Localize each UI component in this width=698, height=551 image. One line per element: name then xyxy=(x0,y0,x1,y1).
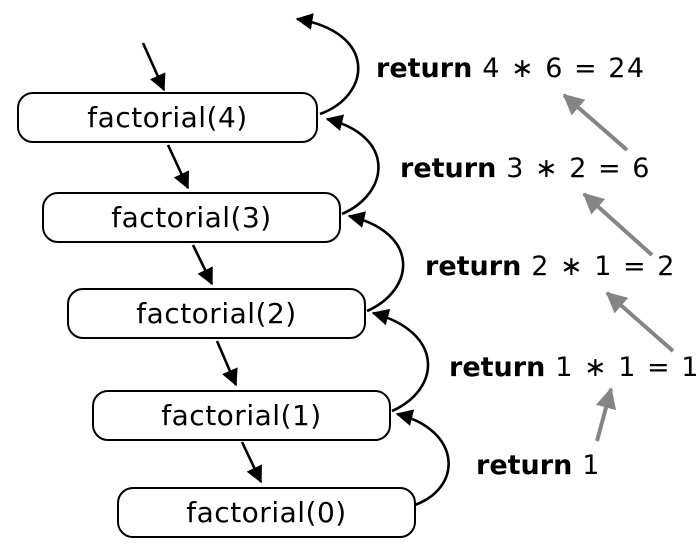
return-arrow-f3-to-f4 xyxy=(325,114,380,216)
return-keyword: return xyxy=(376,53,473,84)
return-keyword: return xyxy=(449,352,546,383)
node-factorial-0: factorial(0) xyxy=(117,487,416,538)
return-keyword: return xyxy=(476,450,573,481)
node-factorial-1: factorial(1) xyxy=(92,390,391,441)
return-label-6: return 3 ∗ 2 = 6 xyxy=(400,153,651,184)
return-keyword: return xyxy=(425,251,522,282)
return-keyword: return xyxy=(400,153,497,184)
return-expression: 4 ∗ 6 = 24 xyxy=(482,53,646,84)
gray-pointer-to-return2 xyxy=(605,291,675,353)
return-arrow-f1-to-f2 xyxy=(371,308,430,413)
gray-pointer-to-return6 xyxy=(582,192,654,257)
call-arrow-f3-to-f2 xyxy=(191,244,214,286)
return-label-1x1: return 1 ∗ 1 = 1 xyxy=(449,352,698,383)
return-expression: 3 ∗ 2 = 6 xyxy=(506,153,651,184)
node-factorial-3: factorial(3) xyxy=(42,192,341,243)
return-expression: 2 ∗ 1 = 2 xyxy=(531,251,676,282)
node-factorial-2: factorial(2) xyxy=(67,288,366,339)
call-arrow-caller-to-f4 xyxy=(141,42,166,92)
node-factorial-4: factorial(4) xyxy=(17,92,318,143)
return-label-24: return 4 ∗ 6 = 24 xyxy=(376,53,646,84)
call-arrow-f4-to-f3 xyxy=(166,144,190,190)
call-arrow-f2-to-f1 xyxy=(215,340,238,387)
return-expression: 1 xyxy=(582,450,601,481)
gray-pointer-to-return1 xyxy=(595,387,617,442)
call-arrow-f1-to-f0 xyxy=(240,441,263,484)
return-arrow-f2-to-f3 xyxy=(347,211,405,313)
return-arrow-f4-to-caller xyxy=(295,13,360,116)
return-expression: 1 ∗ 1 = 1 xyxy=(555,352,698,383)
return-arrow-f0-to-f1 xyxy=(395,409,450,508)
return-label-1: return 1 xyxy=(476,450,601,481)
gray-pointer-to-return24 xyxy=(562,93,629,152)
return-label-2: return 2 ∗ 1 = 2 xyxy=(425,251,676,282)
